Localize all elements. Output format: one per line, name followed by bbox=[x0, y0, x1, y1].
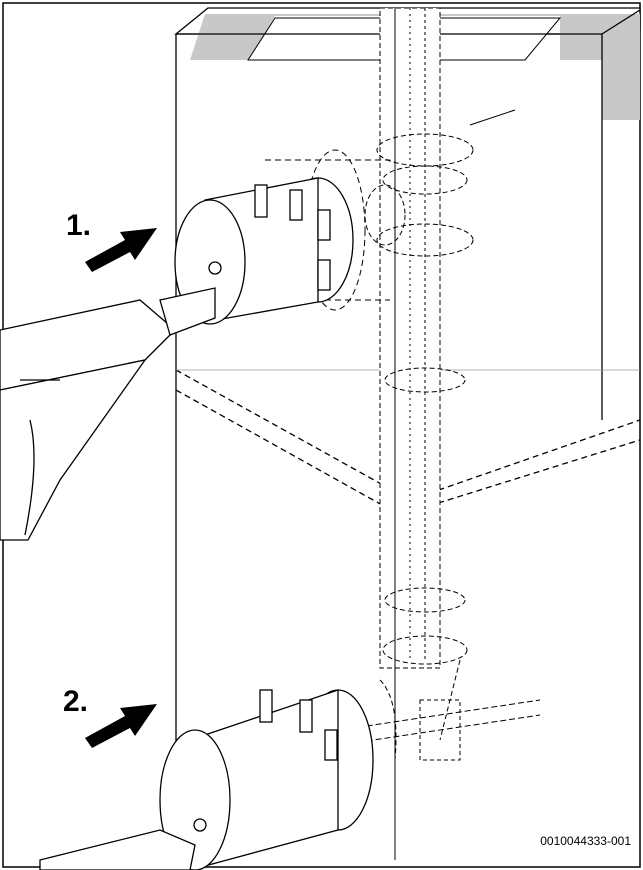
drill-icon bbox=[0, 261, 222, 541]
push-arrow-icon bbox=[85, 228, 157, 272]
flue-pipe bbox=[339, 7, 541, 860]
figure-id: 0010044333-001 bbox=[540, 834, 631, 848]
drill-icon-bottom bbox=[39, 818, 207, 870]
step-label-1: 1. bbox=[66, 209, 92, 242]
end-cap-bottom bbox=[159, 689, 374, 870]
push-arrow-icon-2 bbox=[85, 704, 157, 748]
end-cap-top bbox=[174, 177, 354, 325]
step-label-2: 2. bbox=[63, 685, 89, 718]
shaft-top-opening bbox=[190, 14, 640, 60]
